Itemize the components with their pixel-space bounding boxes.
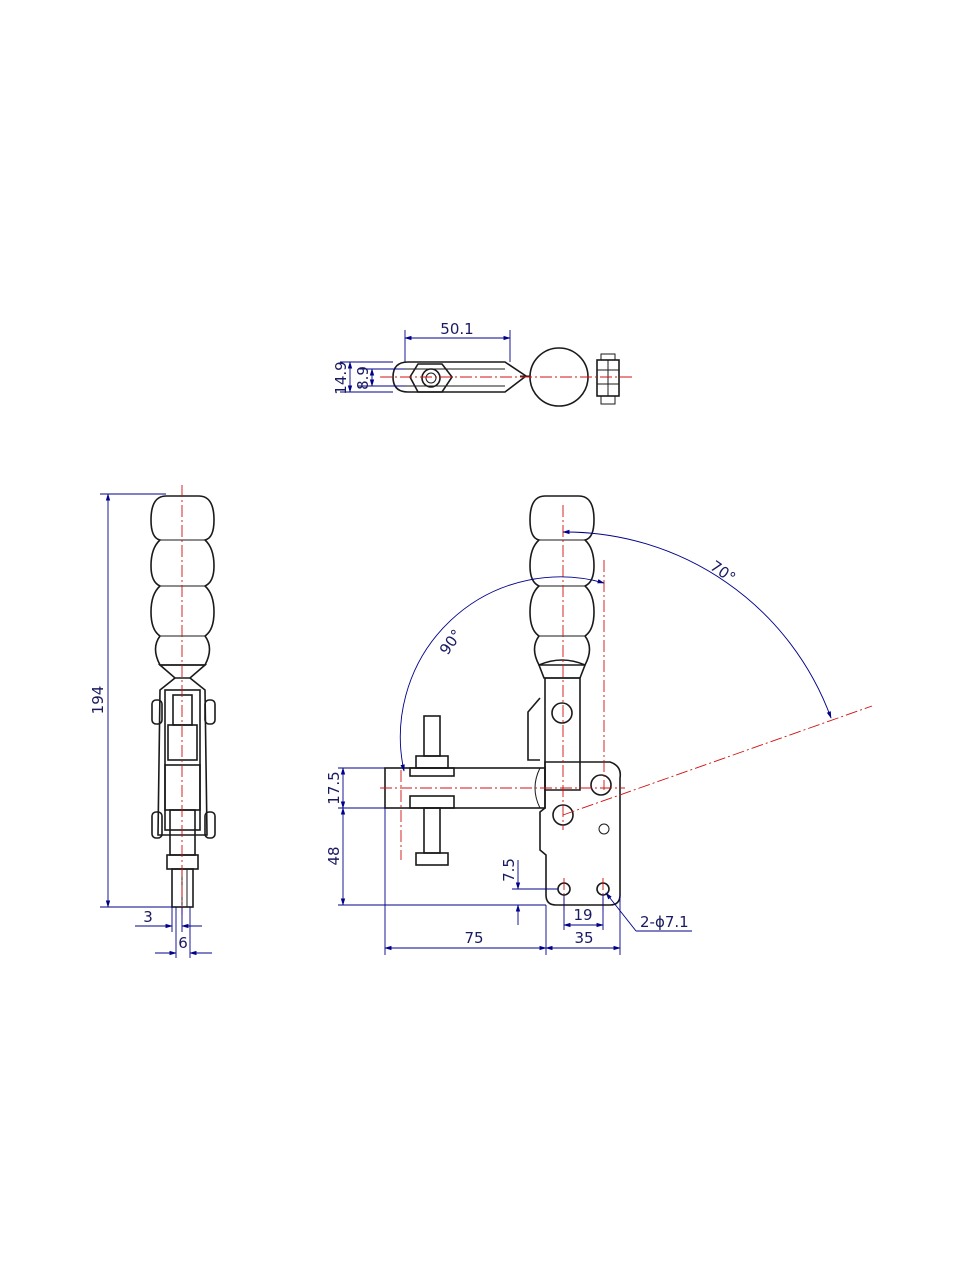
dim-top-length: 50.1 bbox=[440, 320, 473, 338]
dim-base-width: 35 bbox=[574, 929, 593, 947]
front-view: 90° 70° 17.5 48 7.5 19 75 35 2-ϕ7.1 bbox=[325, 495, 873, 955]
dim-top-width-outer: 14.9 bbox=[332, 361, 350, 394]
dim-reach: 75 bbox=[464, 929, 483, 947]
dim-hole-spacing: 19 bbox=[573, 906, 592, 924]
dim-bar-height: 17.5 bbox=[325, 771, 343, 804]
top-view: 50.1 14.9 8.9 bbox=[332, 320, 635, 407]
dim-top-width-inner: 8.9 bbox=[354, 366, 372, 390]
dim-hole-offset: 7.5 bbox=[500, 858, 518, 882]
dim-overall-height: 194 bbox=[89, 686, 107, 715]
dim-base-height: 48 bbox=[325, 846, 343, 865]
side-view: 194 3 6 bbox=[89, 485, 216, 958]
dim-side-width: 6 bbox=[178, 934, 188, 952]
dim-side-offset: 3 bbox=[143, 908, 153, 926]
angle-handle: 70° bbox=[707, 557, 739, 587]
dim-holes: 2-ϕ7.1 bbox=[640, 913, 689, 931]
